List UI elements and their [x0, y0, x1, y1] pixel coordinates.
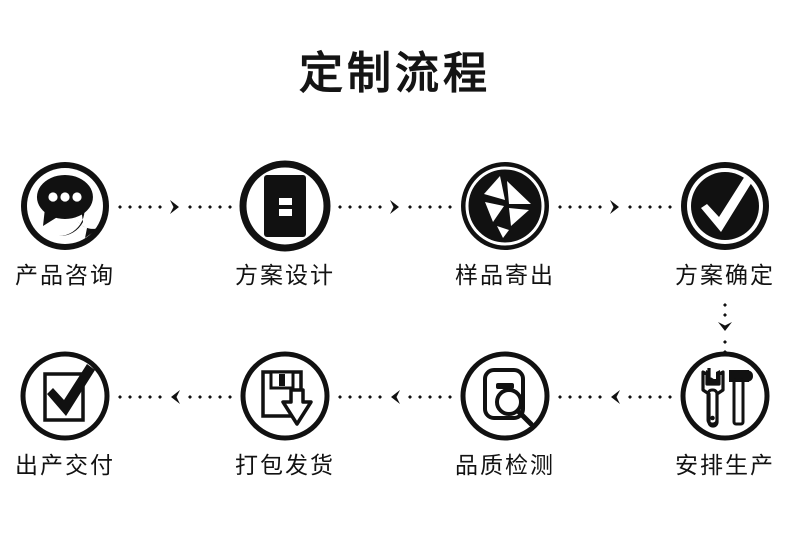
chevron-left-icon: [388, 388, 402, 406]
flow-step-arrange-production[interactable]: 安排生产: [650, 350, 790, 479]
flow-step-label: 方案设计: [235, 263, 335, 289]
flow-step-label: 品质检测: [455, 453, 555, 479]
page-title: 定制流程: [299, 48, 491, 99]
flow-step-label: 产品咨询: [15, 263, 115, 289]
checkbox-checked-icon: [19, 350, 111, 442]
chevron-left-icon: [168, 388, 182, 406]
airplane-shipping-icon: [459, 160, 551, 252]
connector-step6-to-step7: [335, 388, 455, 406]
connector-step4-to-step5: [716, 300, 734, 354]
dotted-line-segment: [405, 205, 455, 209]
flow-step-scheme-confirmed[interactable]: 方案确定: [650, 160, 790, 289]
connector-step1-to-step2: [115, 198, 235, 216]
flow-step-label: 打包发货: [235, 453, 335, 479]
dotted-line-segment: [115, 205, 165, 209]
dotted-line-segment: [335, 205, 385, 209]
dotted-line-segment: [185, 395, 235, 399]
dotted-line-segment: [185, 205, 235, 209]
flow-step-label: 安排生产: [675, 453, 775, 479]
flow-step-label: 方案确定: [675, 263, 775, 289]
dotted-line-segment: [625, 205, 675, 209]
dotted-line-segment: [625, 395, 675, 399]
dotted-line-segment: [115, 395, 165, 399]
flow-row-bottom: 安排生产 品质检测 打包发货: [0, 350, 790, 500]
wrench-hammer-icon: [679, 350, 771, 442]
dotted-line-segment: [723, 337, 727, 354]
dotted-line-segment: [723, 300, 727, 317]
connector-step3-to-step4: [555, 198, 675, 216]
package-download-icon: [239, 350, 331, 442]
chevron-right-icon: [608, 198, 622, 216]
connector-step7-to-step8: [115, 388, 235, 406]
chevron-down-icon: [716, 320, 734, 334]
dotted-line-segment: [335, 395, 385, 399]
flow-row-top: 产品咨询 方案设计 样品寄出: [0, 160, 790, 310]
dotted-line-segment: [555, 205, 605, 209]
chevron-right-icon: [168, 198, 182, 216]
flow-step-packing-shipping[interactable]: 打包发货: [210, 350, 360, 479]
chat-bubbles-icon: [19, 160, 111, 252]
dotted-line-segment: [405, 395, 455, 399]
dotted-line-segment: [555, 395, 605, 399]
document-design-icon: [239, 160, 331, 252]
flow-step-label: 出产交付: [15, 453, 115, 479]
flow-step-scheme-design[interactable]: 方案设计: [210, 160, 360, 289]
flow-step-delivery[interactable]: 出产交付: [0, 350, 140, 479]
connector-step2-to-step3: [335, 198, 455, 216]
connector-step5-to-step6: [555, 388, 675, 406]
document-magnifier-icon: [459, 350, 551, 442]
flow-step-sample-sent[interactable]: 样品寄出: [430, 160, 580, 289]
flow-step-label: 样品寄出: [455, 263, 555, 289]
flow-step-product-consultation[interactable]: 产品咨询: [0, 160, 140, 289]
check-circle-icon: [679, 160, 771, 252]
chevron-right-icon: [388, 198, 402, 216]
flow-step-quality-inspection[interactable]: 品质检测: [430, 350, 580, 479]
chevron-left-icon: [608, 388, 622, 406]
